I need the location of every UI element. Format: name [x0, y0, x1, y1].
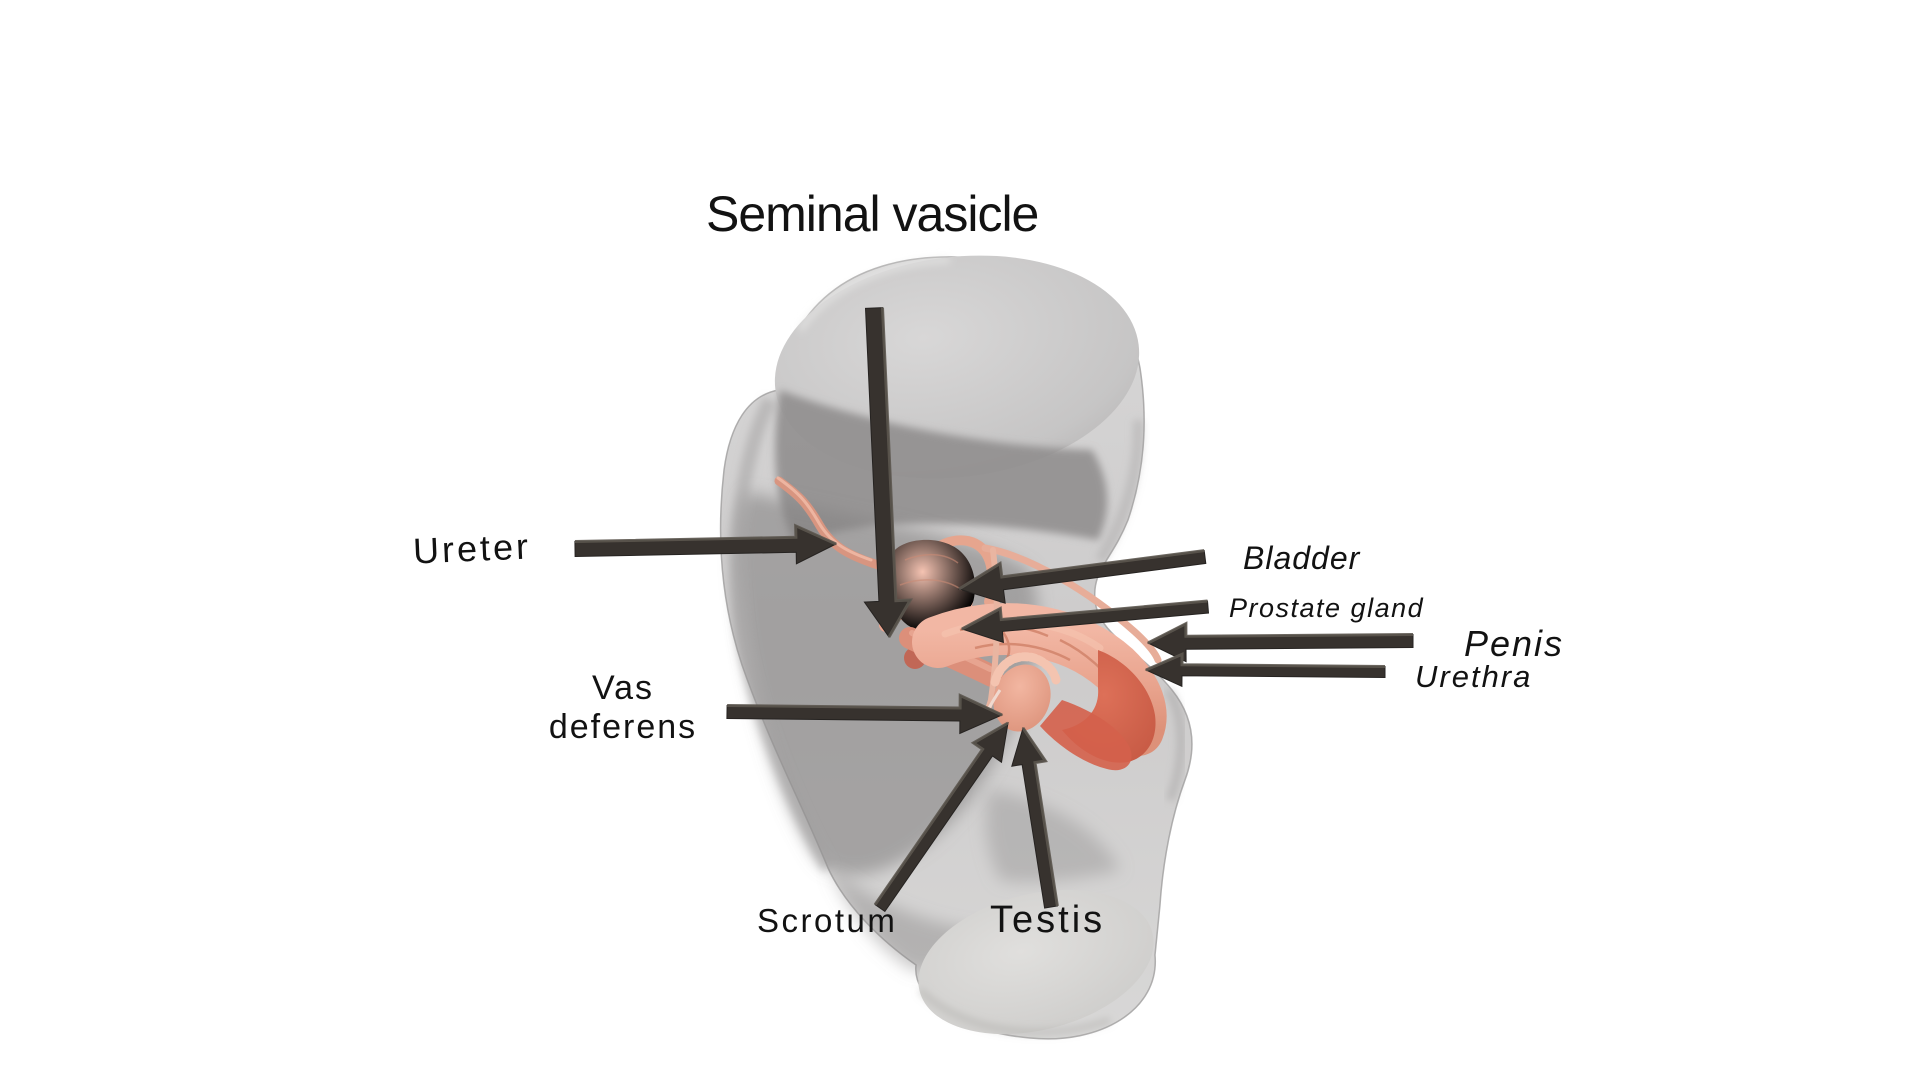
label-testis: Testis — [990, 899, 1106, 941]
label-bladder: Bladder — [1243, 540, 1361, 576]
testis-arrow — [1011, 726, 1059, 909]
bladder-texture — [899, 554, 963, 591]
label-prostate-gland: Prostate gland — [1229, 593, 1425, 623]
label-seminal-vesicle: Seminal vasicle — [706, 186, 1039, 242]
prostate-gland-arrow — [960, 599, 1210, 644]
label-urethra: Urethra — [1415, 659, 1533, 694]
penis-arrow — [1146, 621, 1414, 663]
scrotum-bulge-shade — [1164, 687, 1185, 802]
top-rim-highlight — [797, 257, 951, 332]
label-vas-deferens: Vas deferens — [548, 669, 698, 747]
arrows-group — [574, 307, 1414, 913]
pelvis-cut-shadow — [775, 390, 1108, 545]
bladder-shape — [887, 539, 976, 632]
groin-shadow — [985, 790, 1120, 882]
epididymis-shape — [990, 652, 1061, 687]
vas-deferens-arrow — [726, 693, 1004, 735]
label-ureter: Ureter — [412, 525, 532, 572]
scrotum-arrow — [873, 721, 1009, 913]
thigh-cut-surface — [918, 889, 1154, 1035]
testis-shape — [993, 664, 1051, 732]
bladder-arrow — [957, 549, 1207, 604]
urethra-arrow — [1144, 652, 1386, 688]
body-left-edge-shade — [730, 396, 835, 872]
seminal-vesicle-arrow — [863, 307, 913, 638]
thigh-cut-rim — [918, 988, 1111, 1035]
ureter-arrow — [574, 523, 838, 565]
body-group — [719, 255, 1193, 1040]
body-right-edge-shade — [1095, 419, 1144, 563]
label-scrotum: Scrotum — [757, 902, 898, 939]
label-penis: Penis — [1464, 623, 1565, 664]
ureter-tube-highlight — [776, 476, 873, 562]
penis-underside-shape — [1040, 700, 1132, 771]
